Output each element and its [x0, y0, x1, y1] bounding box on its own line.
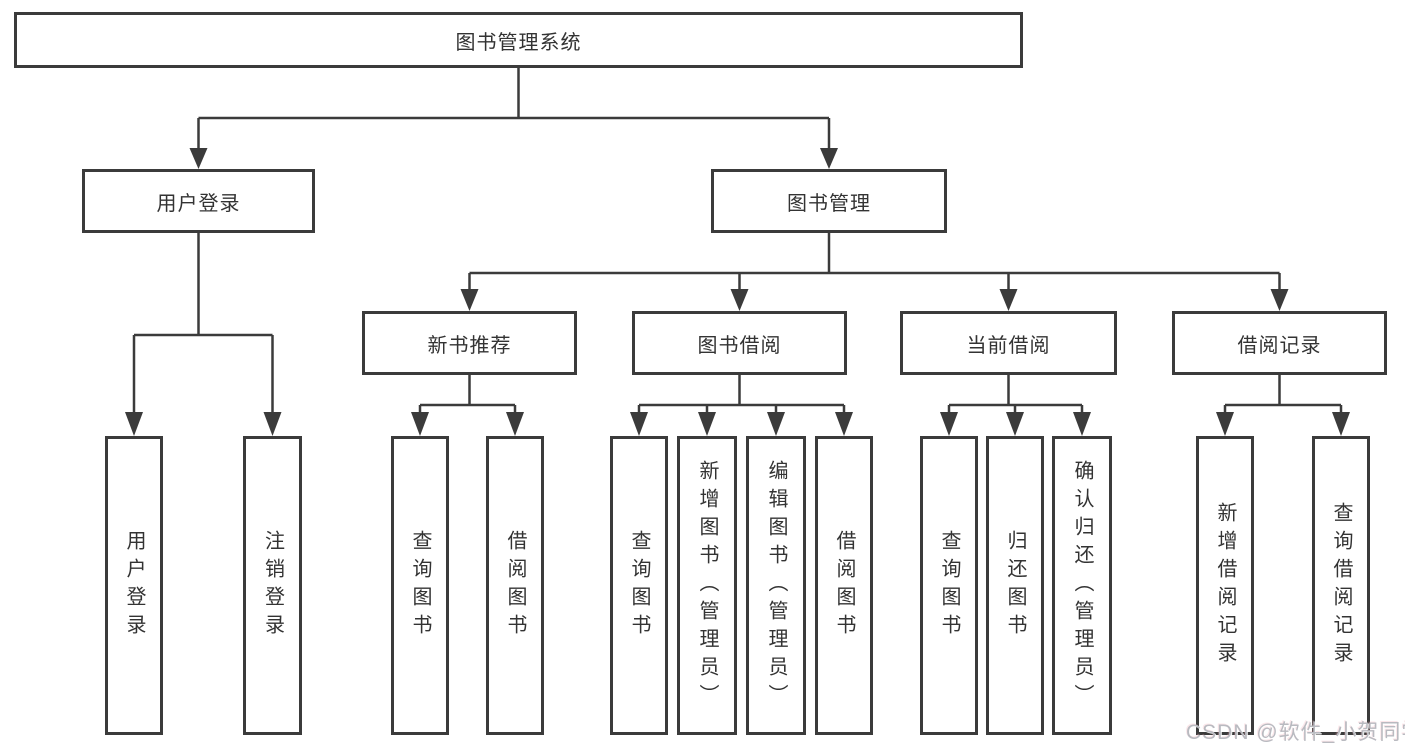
node-current-borrow: 当前借阅: [900, 311, 1117, 375]
arrowheads: [125, 148, 1350, 436]
node-label: 用户登录: [156, 192, 241, 215]
leaf-label: 查询图书: [628, 529, 650, 642]
leaf-label: 注销登录: [261, 529, 284, 642]
leaf-label: 编辑图书（管理员）: [765, 459, 787, 712]
node-label: 图书管理系统: [455, 31, 582, 54]
node-label: 借阅记录: [1237, 334, 1322, 357]
leaf-label: 确认归还（管理员）: [1071, 459, 1093, 712]
node-library-management-system: 图书管理系统: [14, 12, 1023, 68]
node-label: 图书管理: [787, 192, 871, 215]
node-user-login: 用户登录: [82, 169, 315, 233]
leaf-query-books-recommend: 查询图书: [391, 436, 449, 735]
leaf-user-login: 用户登录: [105, 436, 163, 735]
leaf-label: 借阅图书: [833, 529, 855, 642]
leaf-label: 新增借阅记录: [1214, 501, 1236, 670]
leaf-label: 查询借阅记录: [1330, 501, 1352, 670]
leaf-label: 用户登录: [123, 529, 145, 642]
leaf-logout: 注销登录: [243, 436, 302, 735]
leaf-label: 借阅图书: [504, 529, 526, 642]
leaf-label: 归还图书: [1004, 529, 1026, 642]
leaf-edit-books-admin: 编辑图书（管理员）: [746, 436, 806, 735]
leaf-borrow-books-recommend: 借阅图书: [486, 436, 544, 735]
leaf-add-books-admin: 新增图书（管理员）: [677, 436, 737, 735]
node-book-management: 图书管理: [711, 169, 947, 233]
leaf-confirm-return-admin: 确认归还（管理员）: [1052, 436, 1112, 735]
leaf-label: 查询图书: [409, 529, 431, 642]
leaf-label: 新增图书（管理员）: [696, 459, 718, 712]
node-label: 当前借阅: [966, 334, 1051, 357]
node-borrow-records: 借阅记录: [1172, 311, 1387, 375]
leaf-borrow-books: 借阅图书: [815, 436, 873, 735]
node-new-book-recommend: 新书推荐: [362, 311, 577, 375]
leaf-query-books-current: 查询图书: [920, 436, 978, 735]
node-label: 图书借阅: [697, 334, 782, 357]
leaf-label: 查询图书: [938, 529, 960, 642]
node-label: 新书推荐: [427, 334, 512, 357]
leaf-query-borrow-record: 查询借阅记录: [1312, 436, 1370, 735]
leaf-return-books: 归还图书: [986, 436, 1044, 735]
node-book-borrow: 图书借阅: [632, 311, 847, 375]
leaf-query-books-borrow: 查询图书: [610, 436, 668, 735]
csdn-watermark: CSDN @软件_小贺同学: [1186, 721, 1405, 744]
leaf-add-borrow-record: 新增借阅记录: [1196, 436, 1254, 735]
